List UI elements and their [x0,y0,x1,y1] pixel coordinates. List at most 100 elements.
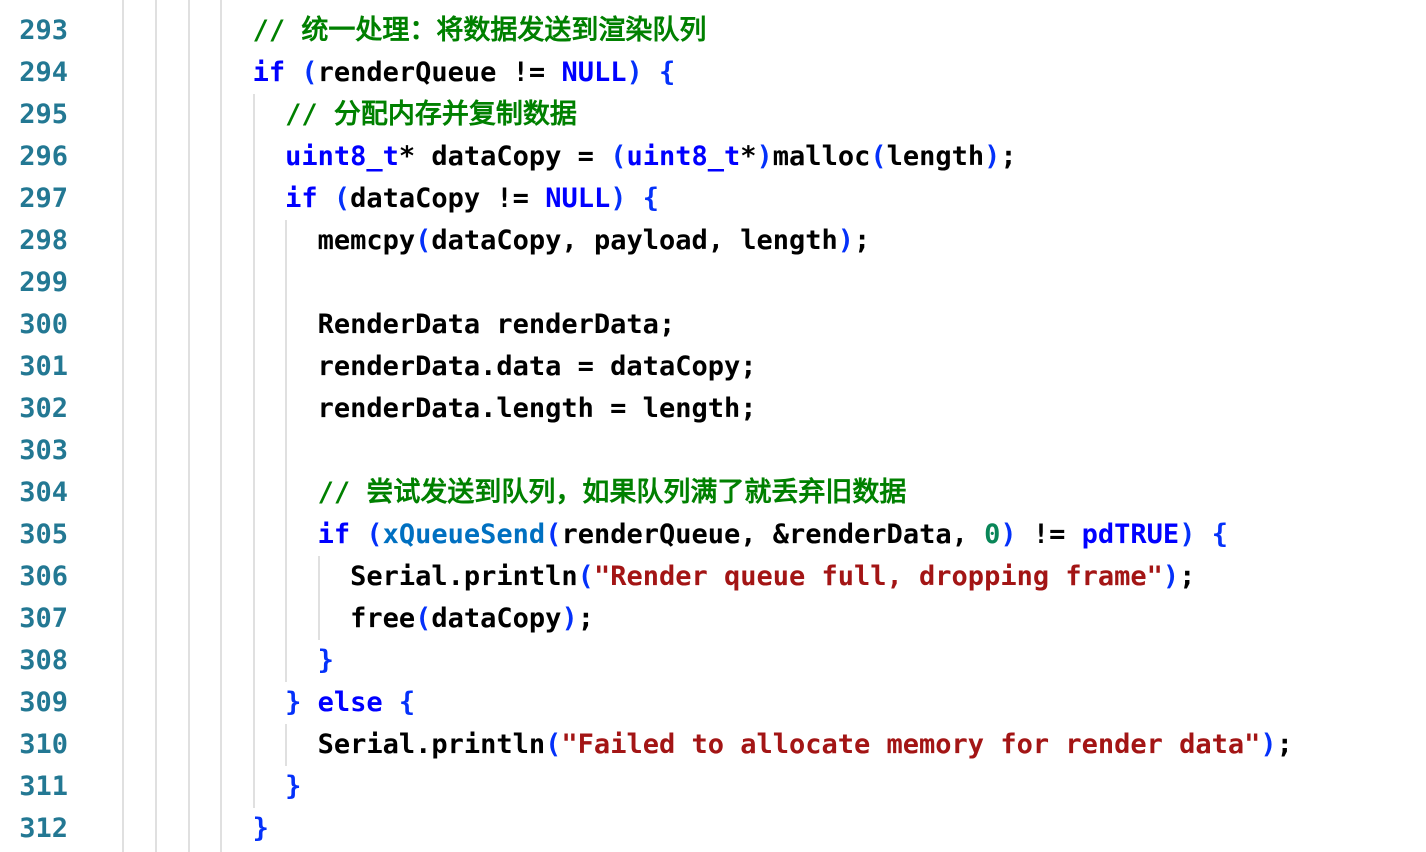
code-token-keyword: uint8_t [626,141,741,172]
code-token-default [90,477,318,508]
code-text: uint8_t* dataCopy = (uint8_t*)malloc(len… [90,141,1017,172]
line-number[interactable]: 312 [19,813,68,844]
code-token-default [285,57,301,88]
indent-guide [285,724,287,766]
code-line[interactable]: 309 } else { [0,682,1293,724]
code-text: free(dataCopy); [90,603,594,634]
code-line[interactable]: 294 if (renderQueue != NULL) { [0,52,1293,94]
code-line[interactable]: 295 // 分配内存并复制数据 [0,94,1293,136]
code-token-bracket: ( [545,519,562,550]
code-line[interactable]: 301 renderData.data = dataCopy; [0,346,1293,388]
code-token-bracket: ) [1260,729,1277,760]
code-text: } [90,813,269,844]
code-line[interactable]: 300 RenderData renderData; [0,304,1293,346]
code-token-bracket: ) [610,183,627,214]
line-number[interactable]: 300 [19,309,68,340]
indent-guide [188,0,190,852]
code-text: } [90,645,334,676]
code-token-bracket: ( [301,57,318,88]
line-number[interactable]: 296 [19,141,68,172]
code-text: if (renderQueue != NULL) { [90,57,676,88]
code-token-bracket: { [398,687,416,718]
code-line[interactable]: 302 renderData.length = length; [0,388,1293,430]
code-line[interactable]: 311 } [0,766,1293,808]
line-number[interactable]: 308 [19,645,68,676]
line-number[interactable]: 298 [19,225,68,256]
code-token-default: RenderData renderData; [90,309,676,340]
line-number[interactable]: 297 [19,183,68,214]
code-token-default: renderData.length = length; [90,393,757,424]
code-line[interactable]: 310 Serial.println("Failed to allocate m… [0,724,1293,766]
line-number[interactable]: 305 [19,519,68,550]
code-token-bracket: ) [1000,519,1017,550]
code-token-default: ; [1000,141,1017,172]
code-token-bracket: } [252,813,269,844]
code-token-default [90,141,285,172]
code-line[interactable]: 303 [0,430,1293,472]
code-text: memcpy(dataCopy, payload, length); [90,225,871,256]
code-token-default: renderQueue, &renderData, [561,519,985,550]
code-token-default [90,183,285,214]
code-token-bracket: ) [626,57,643,88]
code-text: renderData.length = length; [90,393,757,424]
code-token-default [301,687,317,718]
code-token-keyword: pdTRUE [1081,519,1180,550]
code-line[interactable]: 308 } [0,640,1293,682]
code-token-bracket: ) [837,225,855,256]
line-number[interactable]: 310 [19,729,68,760]
code-token-default [90,561,350,592]
line-number[interactable]: 293 [19,15,68,46]
code-token-string: "Render queue full, dropping frame" [593,561,1163,592]
line-number[interactable]: 306 [19,561,68,592]
code-text: if (xQueueSend(renderQueue, &renderData,… [90,519,1228,550]
indent-guide [220,0,222,852]
code-line[interactable]: 293 // 统一处理：将数据发送到渲染队列 [0,10,1293,52]
code-token-default: renderQueue != [317,57,562,88]
code-line[interactable]: 299 [0,262,1293,304]
line-number[interactable]: 304 [19,477,68,508]
code-line[interactable]: 304 // 尝试发送到队列，如果队列满了就丢弃旧数据 [0,472,1293,514]
code-token-default: != [1016,519,1082,550]
code-line[interactable]: 297 if (dataCopy != NULL) { [0,178,1293,220]
code-text: Serial.println("Failed to allocate memor… [90,729,1293,760]
code-token-default: * [740,141,757,172]
code-token-default: renderData.data = dataCopy; [90,351,757,382]
code-token-keyword: if [317,519,351,550]
code-token-default: free [350,603,416,634]
indent-guide [122,0,124,852]
code-line[interactable]: 307 free(dataCopy); [0,598,1293,640]
code-token-keyword: if [285,183,318,214]
code-token-default [90,729,318,760]
line-number[interactable]: 302 [19,393,68,424]
code-token-default [90,99,285,130]
code-token-default: malloc [772,141,871,172]
line-number[interactable]: 299 [19,267,68,298]
code-text: // 分配内存并复制数据 [90,99,577,130]
code-token-bracket: ( [333,183,351,214]
code-line[interactable]: 312 } [0,808,1293,850]
line-number[interactable]: 303 [19,435,68,466]
code-token-bracket: ( [415,603,432,634]
code-token-string: "Failed to allocate memory for render da… [561,729,1261,760]
line-number[interactable]: 294 [19,57,68,88]
line-number[interactable]: 295 [19,99,68,130]
code-line[interactable]: 298 memcpy(dataCopy, payload, length); [0,220,1293,262]
code-token-bracket: ) [756,141,773,172]
code-line[interactable]: 305 if (xQueueSend(renderQueue, &renderD… [0,514,1293,556]
code-token-bracket: { [659,57,676,88]
code-token-comment: // 统一处理：将数据发送到渲染队列 [252,15,707,46]
code-line[interactable]: 306 Serial.println("Render queue full, d… [0,556,1293,598]
code-token-default [90,645,318,676]
indent-guide [318,556,320,640]
line-number[interactable]: 307 [19,603,68,634]
code-line[interactable]: 296 uint8_t* dataCopy = (uint8_t*)malloc… [0,136,1293,178]
code-token-bracket: } [285,771,302,802]
line-number[interactable]: 311 [19,771,68,802]
code-token-bracket: ) [561,603,578,634]
code-token-bracket: } [317,645,334,676]
line-number[interactable]: 301 [19,351,68,382]
code-text: } else { [90,687,415,718]
line-number[interactable]: 309 [19,687,68,718]
